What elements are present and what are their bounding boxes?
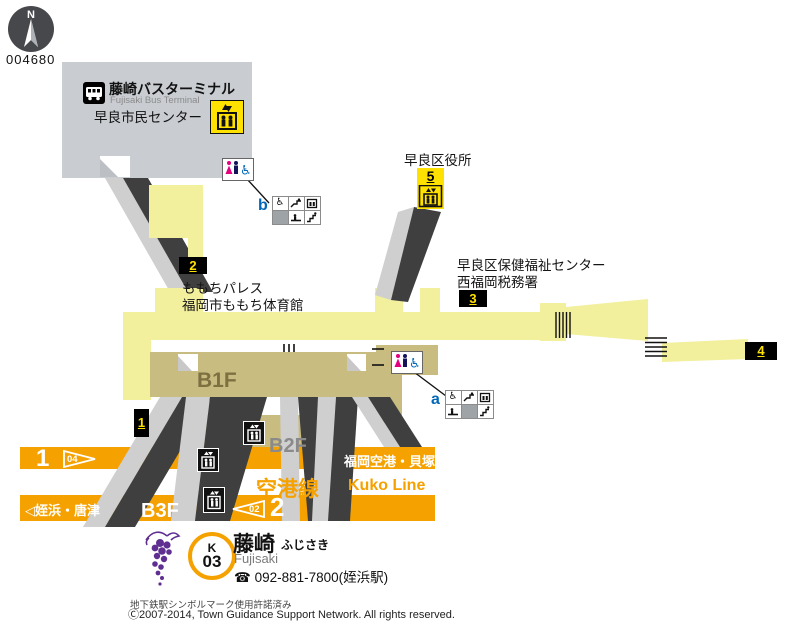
station-name-en: Fujisaki bbox=[234, 551, 279, 566]
station-name-jp: 藤崎 bbox=[233, 533, 275, 556]
entrance-b-label: b bbox=[258, 197, 268, 214]
map-code: 004680 bbox=[6, 52, 56, 67]
platform-2-number: 2 bbox=[270, 492, 285, 522]
stairs-icon bbox=[303, 209, 321, 225]
escalator-icon bbox=[243, 421, 265, 445]
line-name-en: Kuko Line bbox=[348, 477, 426, 494]
exit-3-badge: 3 bbox=[459, 290, 487, 307]
tax-office-label: 西福岡税務署 bbox=[457, 275, 538, 290]
compass: N bbox=[8, 6, 54, 52]
symbol-license-note: 地下鉄駅シンボルマーク使用許諾済み bbox=[130, 600, 292, 611]
exit4-stairs-hatch bbox=[555, 312, 667, 357]
toilet-icon: ♿ bbox=[222, 158, 254, 181]
leader-lines bbox=[246, 178, 447, 397]
empty-cell bbox=[460, 403, 478, 419]
copyright-note: Ⓒ2007-2014, Town Guidance Support Networ… bbox=[128, 609, 455, 621]
elevator-glyph-icon bbox=[303, 195, 321, 211]
momochi-gym-label: 福岡市ももち体育館 bbox=[182, 298, 304, 313]
exit-3-number: 3 bbox=[469, 291, 477, 306]
wheelchair-icon: ♿ bbox=[444, 389, 462, 405]
exit-1-number: 1 bbox=[137, 415, 146, 430]
empty-cell bbox=[271, 209, 289, 225]
exit-5-badge: 5 bbox=[417, 168, 444, 209]
station-phone: ☎ 092-881-7800(姪浜駅) bbox=[234, 570, 389, 585]
line-name-jp: 空港線 bbox=[256, 478, 319, 501]
bus-icon bbox=[83, 82, 105, 104]
entrance-a-facility-grid: ♿ bbox=[444, 389, 494, 419]
compass-north-label: N bbox=[27, 9, 35, 21]
bus-terminal-title-en: Fujisaki Bus Terminal bbox=[110, 95, 200, 106]
escalator-icon bbox=[197, 448, 219, 472]
exit-2-number: 2 bbox=[189, 258, 197, 273]
station-symbol-wisteria-icon bbox=[145, 531, 181, 586]
exit-5-number: 5 bbox=[426, 168, 435, 184]
station-name-kana: ふじさき bbox=[281, 538, 330, 552]
escalator-icon bbox=[203, 487, 225, 513]
stop-flag-02: 02 bbox=[230, 500, 266, 518]
entrance-a-label: a bbox=[431, 391, 440, 408]
exit-4-number: 4 bbox=[757, 343, 765, 358]
floor-b2f-label: B2F bbox=[269, 435, 307, 457]
svg-text:♿: ♿ bbox=[409, 356, 420, 371]
ward-office-label: 早良区役所 bbox=[404, 153, 472, 168]
floor-b3f-label: B3F bbox=[141, 500, 179, 522]
hall-stair-cutouts bbox=[178, 354, 366, 371]
moving-walkway-icon bbox=[287, 209, 305, 225]
direction-airport-label: 福岡空港・貝塚▶ bbox=[344, 454, 445, 469]
stair-tick-marks bbox=[283, 344, 384, 366]
momochi-palace-label: ももちパレス bbox=[182, 281, 263, 296]
station-number-badge: K 03 bbox=[188, 532, 236, 580]
escalator-glyph-icon bbox=[287, 195, 305, 211]
citizen-center-label: 早良市民センター bbox=[94, 110, 202, 125]
elevator-icon bbox=[210, 100, 244, 134]
direction-meinohama-label: ◁姪浜・唐津 bbox=[25, 503, 100, 518]
entrance-b-facility-grid: ♿ bbox=[271, 195, 321, 225]
stop-flag-02-number: 02 bbox=[249, 504, 260, 515]
line-letter: K bbox=[207, 540, 217, 555]
stop-flag-04-number: 04 bbox=[67, 454, 78, 465]
wheelchair-icon: ♿ bbox=[271, 195, 289, 211]
svg-text:♿: ♿ bbox=[240, 163, 251, 178]
escalator-glyph-icon bbox=[460, 389, 478, 405]
exit-2-badge: 2 bbox=[179, 257, 207, 274]
station-number: 03 bbox=[202, 551, 222, 571]
exit-5-elevator-icon bbox=[418, 185, 443, 208]
stop-flag-04: 04 bbox=[62, 450, 98, 468]
exit5-ramp bbox=[375, 207, 441, 302]
moving-walkway-icon bbox=[444, 403, 462, 419]
elevator-glyph-icon bbox=[476, 389, 494, 405]
health-center-label: 早良区保健福祉センター bbox=[457, 258, 606, 273]
lower-ramps bbox=[83, 397, 422, 527]
exit-4-badge: 4 bbox=[745, 342, 777, 360]
toilet-icon: ♿ bbox=[391, 351, 423, 374]
stairs-icon bbox=[476, 403, 494, 419]
bus-terminal-title: 藤崎バスターミナル bbox=[109, 81, 235, 97]
platform-1-number: 1 bbox=[36, 445, 50, 472]
floor-b1f-label: B1F bbox=[197, 369, 237, 392]
compass-needle-icon bbox=[24, 19, 38, 47]
exit-1-badge: 1 bbox=[134, 409, 149, 437]
